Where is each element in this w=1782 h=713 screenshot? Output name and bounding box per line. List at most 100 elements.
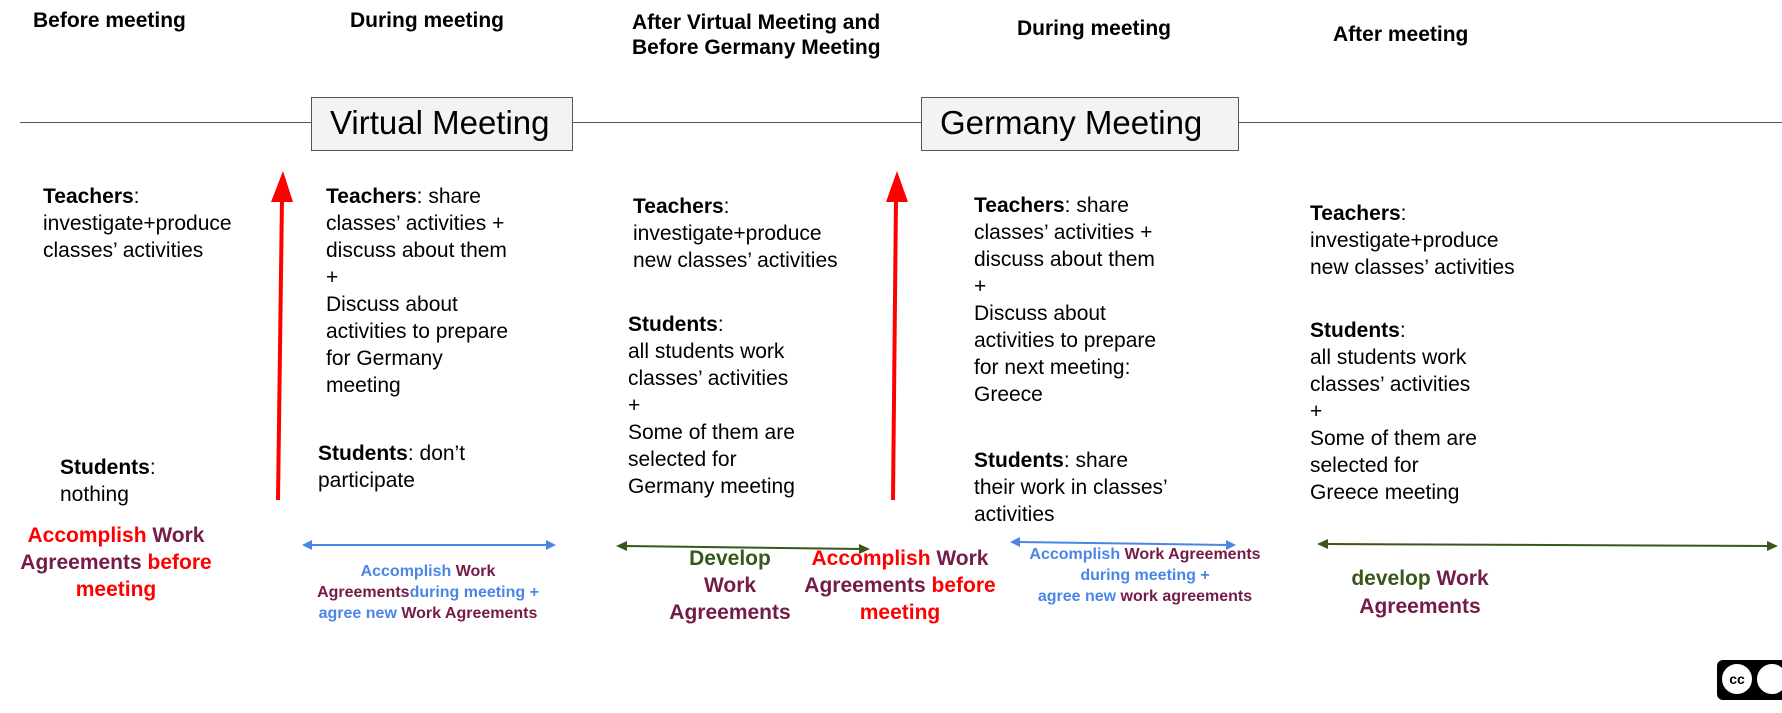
col2-students-s2: participate: [318, 469, 415, 492]
wa2-work-agreements: Work Agreements: [396, 605, 538, 622]
col5-teachers-block: Teachers: investigate+produce new classe…: [1310, 200, 1515, 281]
virtual-meeting-label: Virtual Meeting: [330, 104, 550, 141]
col5-students-s6: selected for: [1310, 454, 1419, 477]
blue-double-arrow-1: [302, 540, 556, 550]
wa5-accomplish: Accomplish: [1029, 546, 1121, 563]
wa5-during: during meeting +: [1080, 567, 1210, 584]
col3-teachers-t3: new classes’ activities: [633, 249, 838, 272]
col4-teachers-l1: : share: [1064, 194, 1129, 217]
col5-teachers-t1: :: [1400, 202, 1407, 225]
col3-teachers-t2: investigate+produce: [633, 222, 822, 245]
col3-students-s5: Some of them are: [628, 421, 795, 444]
cc-license-icon: cc: [1717, 660, 1782, 700]
wa3-work: Work: [703, 574, 757, 597]
col4-students-s3: activities: [974, 503, 1055, 526]
col4-teachers-l5: Discuss about: [974, 302, 1106, 325]
col1-teachers-label: Teachers: [43, 185, 134, 208]
col2-students-s1: : don’t: [407, 442, 466, 465]
col5-students-label: Students: [1310, 319, 1400, 342]
col3-students-s6: selected for: [628, 448, 737, 471]
col5-students-s5: Some of them are: [1310, 427, 1477, 450]
red-arrow-germany: [886, 171, 908, 501]
col5-students-s1: :: [1399, 319, 1406, 342]
phase-during-virtual-title: During meeting: [350, 9, 505, 32]
col1-students-block: Students: nothing: [60, 454, 156, 508]
col1-students-colon: :: [149, 456, 156, 479]
wa6-develop: develop: [1351, 567, 1431, 590]
col2-teachers-block: Teachers: share classes’ activities + di…: [326, 183, 508, 399]
wa4-meeting: meeting: [859, 601, 941, 624]
phase-after-meeting-title: After meeting: [1333, 23, 1469, 46]
col1-teachers-colon: :: [133, 185, 140, 208]
col4-teachers-l8: Greece: [974, 383, 1043, 406]
col4-teachers-l7: for next meeting:: [974, 356, 1131, 379]
wa-develop-greece: develop Work Agreements: [1335, 565, 1505, 621]
wa5-work-agreements: Work Agreements: [1120, 546, 1261, 563]
col5-teachers-t2: investigate+produce: [1310, 229, 1499, 252]
col5-students-s4: +: [1310, 400, 1323, 423]
wa3-develop: Develop: [689, 547, 771, 570]
wa4-work: Work: [930, 547, 989, 570]
wa6-agreements: Agreements: [1359, 595, 1481, 618]
col3-students-s4: +: [628, 394, 641, 417]
col2-students-block: Students: don’t participate: [318, 440, 465, 494]
wa2-work: Work: [451, 563, 496, 580]
wa3-agreements: Agreements: [669, 601, 791, 624]
col4-students-s1: : share: [1063, 449, 1129, 472]
col4-teachers-l2: classes’ activities +: [974, 221, 1153, 244]
wa1-agreements: Agreements: [20, 551, 142, 574]
green-double-arrow-1: [616, 541, 870, 554]
wa5-agree-new: agree new: [1037, 588, 1117, 605]
wa1-before: before: [141, 551, 212, 574]
germany-meeting-label: Germany Meeting: [940, 104, 1203, 141]
col3-teachers-label: Teachers: [633, 195, 724, 218]
phase-before-meeting-title: Before meeting: [33, 9, 186, 32]
col3-students-s2: all students work: [628, 340, 785, 363]
col2-teachers-l2: classes’ activities +: [326, 212, 505, 235]
blue-double-arrow-2: [1010, 537, 1236, 550]
germany-meeting-box: Germany Meeting: [921, 97, 1239, 151]
col1-students-line2: nothing: [60, 483, 129, 506]
wa1-accomplish: Accomplish: [27, 524, 147, 547]
col5-students-s2: all students work: [1310, 346, 1467, 369]
wa4-agreements: Agreements: [804, 574, 926, 597]
col2-teachers-label: Teachers: [326, 185, 417, 208]
wa2-accomplish: Accomplish: [360, 563, 452, 580]
wa4-accomplish: Accomplish: [811, 547, 931, 570]
col3-teachers-block: Teachers: investigate+produce new classe…: [633, 193, 838, 274]
wa2-during: during meeting +: [409, 584, 539, 601]
wa-before-virtual: Accomplish Work Agreements before meetin…: [0, 522, 232, 603]
wa5-work-agreements2: work agreements: [1116, 588, 1253, 605]
wa-develop-germany: Develop Work Agreements: [660, 545, 800, 626]
col4-students-label: Students: [974, 449, 1064, 472]
col5-students-s3: classes’ activities: [1310, 373, 1471, 396]
col3-students-s7: Germany meeting: [628, 475, 795, 498]
col3-students-label: Students: [628, 313, 718, 336]
cc-circle-icon: cc: [1722, 664, 1752, 694]
col1-teachers-line2: investigate+produce: [43, 212, 232, 235]
timeline-segment-2: [572, 122, 921, 123]
wa6-work: Work: [1430, 567, 1489, 590]
phase-between-line2: Before Germany Meeting: [632, 36, 881, 59]
col1-teachers-block: Teachers: investigate+produce classes’ a…: [43, 183, 232, 264]
wa4-before: before: [925, 574, 996, 597]
wa2-agreements: Agreements: [317, 584, 410, 601]
col1-students-label: Students: [60, 456, 150, 479]
wa-during-germany: Accomplish Work Agreements during meetin…: [1005, 544, 1285, 607]
timeline-segment-3: [1238, 122, 1782, 123]
col2-students-label: Students: [318, 442, 408, 465]
wa1-work: Work: [146, 524, 205, 547]
col2-teachers-l7: for Germany: [326, 347, 443, 370]
col2-teachers-l1: : share: [416, 185, 481, 208]
col2-teachers-l8: meeting: [326, 374, 401, 397]
phase-between-line1: After Virtual Meeting and: [632, 11, 881, 34]
col4-teachers-l4: +: [974, 275, 987, 298]
col5-students-s7: Greece meeting: [1310, 481, 1460, 504]
virtual-meeting-box: Virtual Meeting: [311, 97, 573, 151]
col4-teachers-label: Teachers: [974, 194, 1065, 217]
col2-teachers-l3: discuss about them: [326, 239, 507, 262]
red-arrow-virtual: [271, 171, 293, 501]
col5-teachers-label: Teachers: [1310, 202, 1401, 225]
col4-students-block: Students: share their work in classes’ a…: [974, 447, 1168, 528]
